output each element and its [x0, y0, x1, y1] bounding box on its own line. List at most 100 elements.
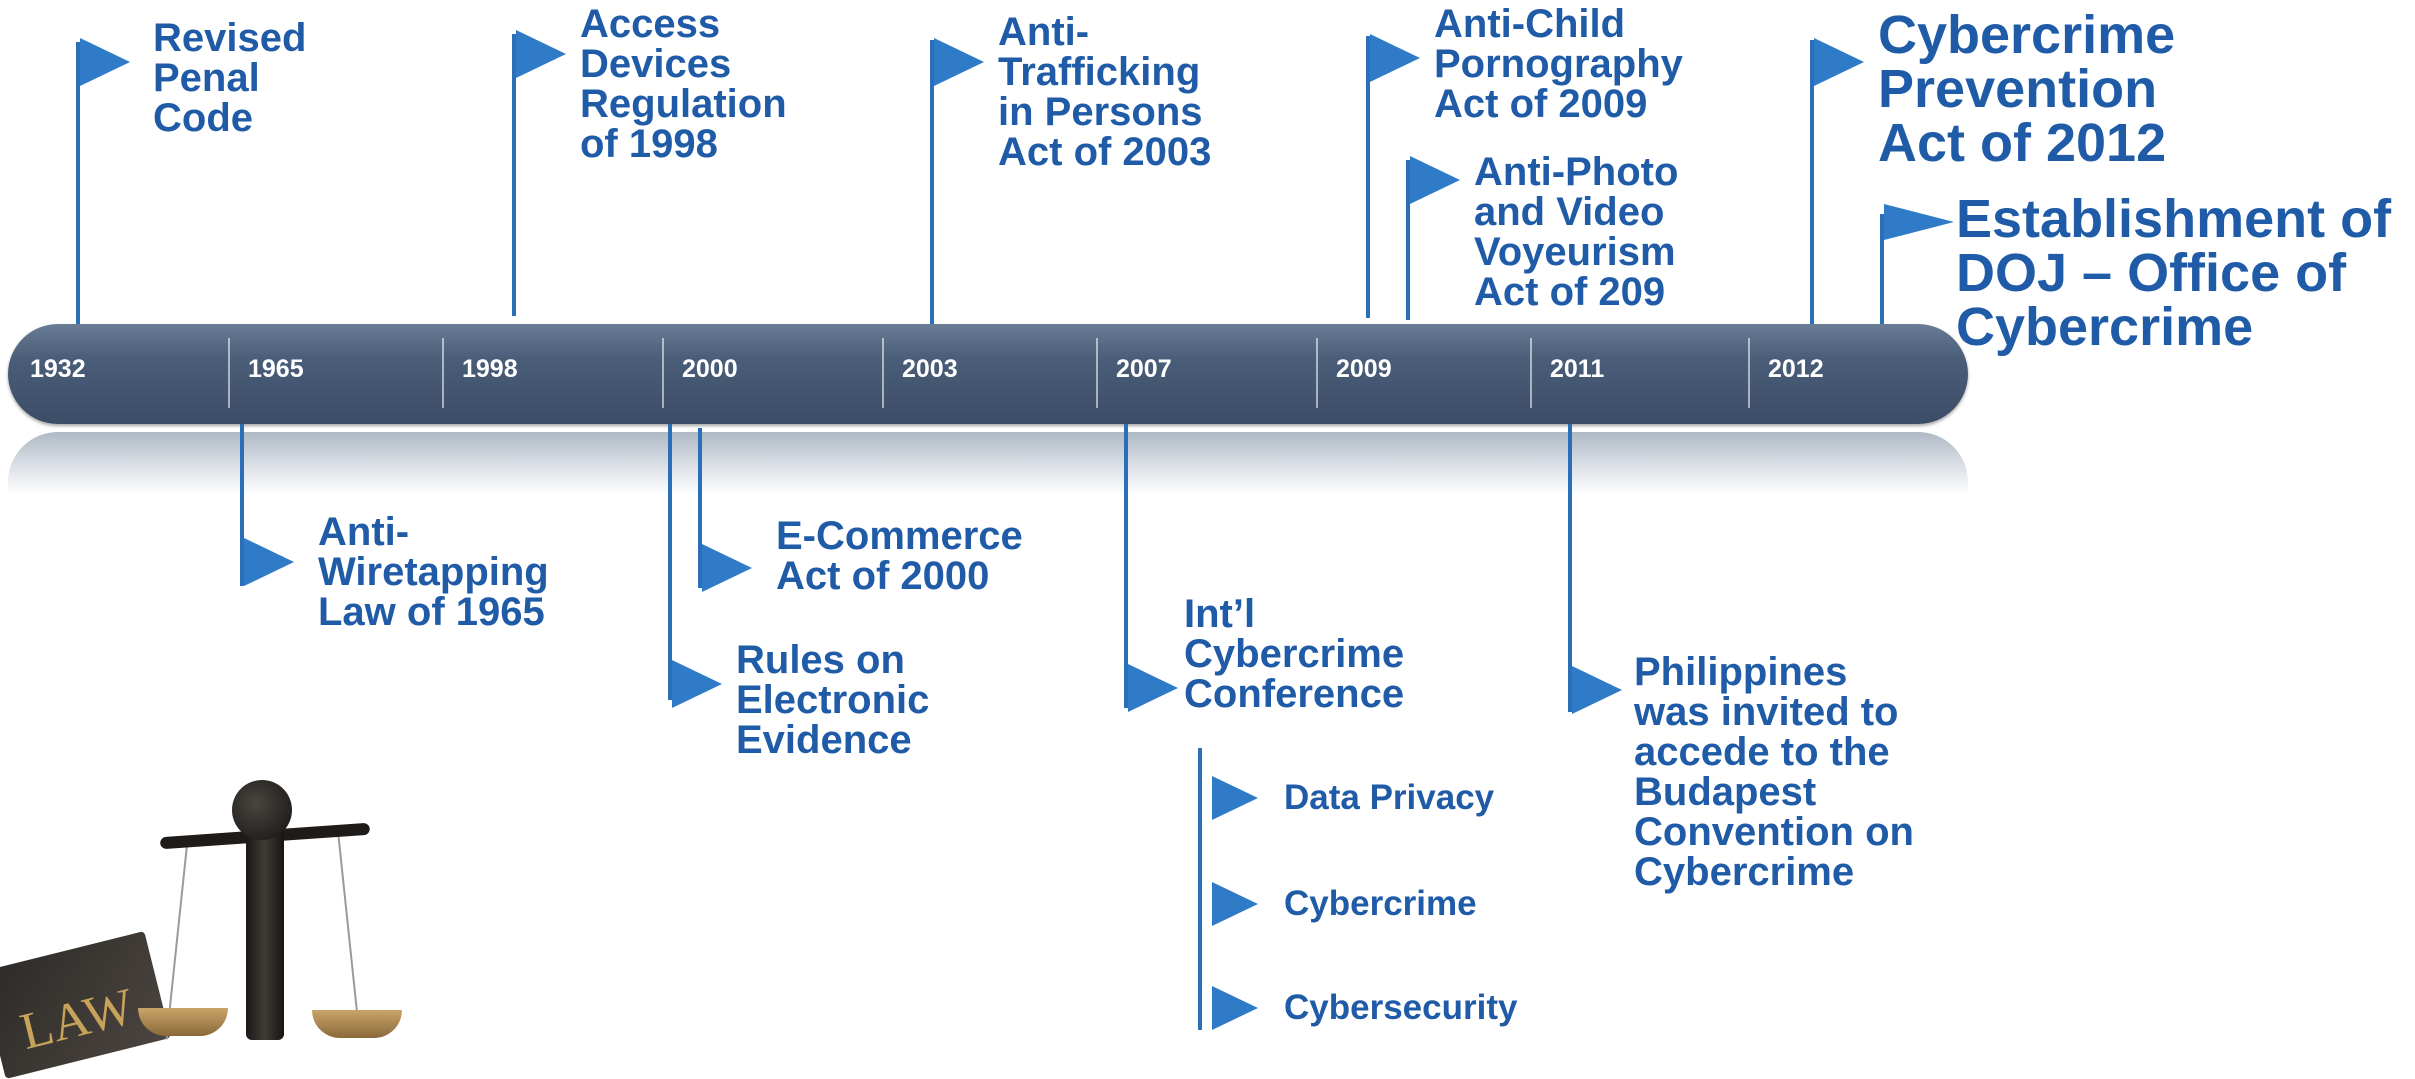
flag-icon	[702, 544, 752, 592]
topic-pole	[1198, 748, 1202, 1030]
flag-pole	[240, 424, 244, 586]
flag-pole	[1406, 160, 1410, 320]
event-label-line: Code	[153, 96, 253, 140]
event-label-line: Int’l	[1184, 592, 1256, 636]
topic-cybercrime: Cybercrime	[1284, 884, 1477, 923]
flag-pole	[930, 40, 934, 324]
event-label-line: Pornography	[1434, 42, 1683, 86]
event-label-line: Anti-	[998, 10, 1090, 54]
year-label-1932: 1932	[30, 355, 86, 383]
event-label-line: Rules on	[736, 638, 905, 682]
event-label-line: Budapest	[1634, 770, 1817, 814]
event-label-line: Act of 2000	[776, 554, 990, 598]
event-label-line: in Persons	[998, 90, 1203, 134]
event-label-line: Prevention	[1878, 59, 2158, 119]
event-e-commerce-act: E-Commerce Act of 2000	[776, 516, 1023, 596]
year-label-2011: 2011	[1550, 355, 1605, 383]
flag-icon	[672, 660, 722, 708]
event-label-line: Cybercrime	[1878, 5, 2176, 65]
event-label-line: Conference	[1184, 672, 1405, 716]
event-access-devices-regulation: Access Devices Regulation of 1998	[580, 4, 787, 164]
event-doj-office-of-cybercrime: Establishment of DOJ – Office of Cybercr…	[1956, 192, 2391, 354]
flag-pole	[1880, 214, 1884, 324]
event-cybercrime-prevention-act: Cybercrime Prevention Act of 2012	[1878, 8, 2175, 170]
event-label-line: Electronic	[736, 678, 930, 722]
event-label-line: Access	[580, 2, 721, 46]
event-anti-wiretapping: Anti- Wiretapping Law of 1965	[318, 512, 549, 632]
event-label-line: Wiretapping	[318, 550, 549, 594]
year-label-2000: 2000	[682, 355, 738, 383]
year-separator	[1096, 338, 1098, 408]
event-label-line: Anti-Child	[1434, 2, 1626, 46]
year-separator	[228, 338, 230, 408]
year-label-2003: 2003	[902, 355, 958, 383]
event-label-line: E-Commerce	[776, 514, 1023, 558]
flag-pole	[668, 424, 672, 700]
flag-icon	[1814, 38, 1864, 86]
event-label-line: Anti-	[318, 510, 410, 554]
flag-icon	[1410, 156, 1460, 204]
event-budapest-convention-invite: Philippines was invited to accede to the…	[1634, 652, 1914, 892]
flag-pole	[76, 42, 80, 324]
year-separator	[882, 338, 884, 408]
timeline-bar	[8, 324, 1968, 424]
year-label-1998: 1998	[462, 355, 518, 383]
year-separator	[1316, 338, 1318, 408]
flag-pole	[1568, 424, 1572, 712]
flag-icon	[1212, 776, 1258, 820]
event-label-line: Regulation	[580, 82, 787, 126]
scale-chain	[337, 836, 361, 1036]
event-label-line: Cybercrime	[1634, 850, 1855, 894]
flag-icon	[1370, 34, 1420, 82]
flag-icon	[1128, 664, 1178, 712]
event-label-line: of 1998	[580, 122, 718, 166]
event-rules-on-electronic-evidence: Rules on Electronic Evidence	[736, 640, 929, 760]
event-label-line: and Video	[1474, 190, 1665, 234]
flag-pole	[1810, 40, 1814, 324]
year-label-1965: 1965	[248, 355, 304, 383]
event-label-line: Establishment of	[1956, 189, 2392, 249]
year-label-2009: 2009	[1336, 355, 1392, 383]
topic-cybersecurity: Cybersecurity	[1284, 988, 1518, 1027]
event-label-line: DOJ – Office of	[1956, 243, 2347, 303]
event-label-line: Penal	[153, 56, 260, 100]
event-label-line: was invited to	[1634, 690, 1899, 734]
event-anti-photo-voyeurism: Anti-Photo and Video Voyeurism Act of 20…	[1474, 152, 1678, 312]
year-separator	[1530, 338, 1532, 408]
topic-data-privacy: Data Privacy	[1284, 778, 1495, 817]
scale-finial	[232, 780, 292, 840]
event-anti-child-pornography: Anti-Child Pornography Act of 2009	[1434, 4, 1683, 124]
event-label-line: Act of 209	[1474, 270, 1666, 314]
flag-icon	[244, 538, 294, 586]
scale-pan	[312, 1010, 402, 1038]
flag-icon	[516, 30, 566, 78]
event-anti-trafficking: Anti- Trafficking in Persons Act of 2003	[998, 12, 1211, 172]
flag-pole	[698, 428, 702, 588]
event-label-line: Revised	[153, 16, 307, 60]
event-label-line: Act of 2003	[998, 130, 1212, 174]
event-label-line: Philippines	[1634, 650, 1848, 694]
year-separator	[1748, 338, 1750, 408]
year-separator	[662, 338, 664, 408]
event-label-line: Anti-Photo	[1474, 150, 1679, 194]
flag-pole	[1124, 424, 1128, 708]
event-label-line: Cybercrime	[1956, 297, 2254, 357]
event-label-line: Trafficking	[998, 50, 1201, 94]
flag-icon	[1212, 986, 1258, 1030]
event-label-line: Convention on	[1634, 810, 1914, 854]
flag-icon	[1572, 666, 1622, 714]
year-label-2007: 2007	[1116, 355, 1172, 383]
timeline-bar-reflection	[8, 432, 1968, 496]
event-label-line: accede to the	[1634, 730, 1890, 774]
event-label-line: Evidence	[736, 718, 912, 762]
event-label-line: Law of 1965	[318, 590, 545, 634]
event-label-line: Voyeurism	[1474, 230, 1676, 274]
event-label-line: Devices	[580, 42, 732, 86]
year-separator	[442, 338, 444, 408]
event-label-line: Act of 2012	[1878, 113, 2167, 173]
event-label-line: Cybercrime	[1184, 632, 1405, 676]
scale-pan	[138, 1008, 228, 1036]
year-label-2012: 2012	[1768, 355, 1824, 383]
event-label-line: Act of 2009	[1434, 82, 1648, 126]
flag-icon	[80, 38, 130, 86]
